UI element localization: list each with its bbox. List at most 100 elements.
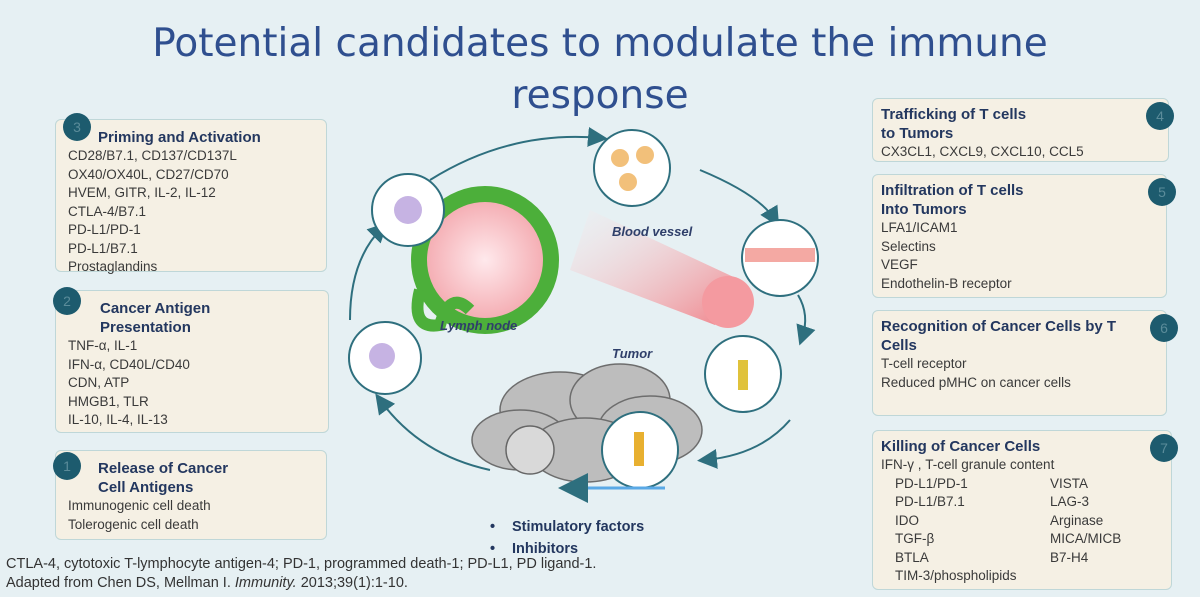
legend: •Stimulatory factors •Inhibitors — [490, 516, 644, 560]
step-6-badge: 6 — [1150, 314, 1178, 342]
step-7-columns: PD-L1/PD-1 PD-L1/B7.1 IDO TGF-β BTLA TIM… — [881, 475, 1171, 586]
t-cell — [611, 149, 629, 167]
step-4-items: CX3CL1, CXCL9, CXCL10, CCL5 — [881, 143, 1168, 162]
step-5-heading: Infiltration of T cells Into Tumors — [881, 181, 1166, 219]
step-7-heading: Killing of Cancer Cells — [881, 438, 1041, 455]
list-item: PD-L1/PD-1 — [68, 222, 141, 237]
list-item: Endothelin-B receptor — [881, 275, 1012, 291]
list-item: Immunogenic cell death — [68, 498, 211, 513]
list-item: Reduced pMHC on cancer cells — [881, 374, 1071, 390]
step-4-box: Trafficking of T cells to Tumors CX3CL1,… — [872, 98, 1169, 162]
tcr — [738, 360, 748, 390]
blood-vessel — [570, 210, 740, 325]
tumor-label: Tumor — [612, 346, 653, 361]
step-3-badge: 3 — [63, 113, 91, 141]
heading-line: Into Tumors — [881, 201, 967, 218]
step-7-col-1: PD-L1/PD-1 PD-L1/B7.1 IDO TGF-β BTLA TIM… — [881, 475, 1050, 586]
step-3-box: Priming and Activation CD28/B7.1, CD137/… — [55, 119, 327, 274]
list-item: MICA/MICB — [1050, 531, 1122, 546]
step-7-col-2: VISTA LAG-3 Arginase MICA/MICB B7-H4 — [1050, 475, 1121, 586]
cycle-arrow — [697, 419, 791, 469]
list-item: OX40/OX40L, CD27/CD70 — [68, 166, 229, 182]
list-item: CTLA-4/B7.1 — [68, 203, 147, 219]
heading-line: to Tumors — [881, 125, 954, 142]
list-item: PD-L1/B7.1 — [68, 240, 138, 256]
list-item: PD-L1/B7.1 — [895, 494, 965, 509]
list-item: IFN-α, CD40L/CD40 — [68, 356, 190, 372]
list-item: Arginase — [1050, 512, 1104, 528]
cycle-arrow — [796, 294, 816, 346]
lymph-node-vessels — [411, 288, 475, 332]
step-5-badge: 5 — [1148, 178, 1176, 206]
step-1-badge: 1 — [53, 452, 81, 480]
step-2-items: TNF-α, IL-1 IFN-α, CD40L/CD40 CDN, ATP H… — [68, 337, 328, 430]
list-item: TNF-α, IL-1 — [68, 338, 138, 353]
step-3-items: CD28/B7.1, CD137/CD137L OX40/OX40L, CD27… — [68, 147, 326, 277]
endothelium — [745, 248, 815, 262]
step-7-box: Killing of Cancer Cells IFN-γ , T-cell g… — [872, 430, 1172, 590]
footnote-citation: Adapted from Chen DS, Mellman I. Immunit… — [6, 575, 408, 591]
list-item: Selectins — [881, 238, 936, 254]
heading-line: Cell Antigens — [98, 479, 194, 496]
t-cell — [619, 173, 637, 191]
list-item: Prostaglandins — [68, 259, 158, 274]
cycle-arrow — [349, 222, 388, 321]
step-6-box: Recognition of Cancer Cells by T Cells T… — [872, 310, 1167, 416]
step-4-heading: Trafficking of T cells to Tumors — [881, 105, 1168, 143]
cycle-arrow — [699, 169, 780, 227]
list-item: T-cell receptor — [881, 356, 967, 371]
cycle-arrow — [375, 393, 491, 471]
list-item: B7-H4 — [1050, 549, 1089, 565]
list-item: TIM-3/phospholipids — [895, 568, 1017, 583]
step-circle-tcells — [593, 129, 671, 207]
cycle-arrow — [429, 126, 608, 181]
list-item: Tolerogenic cell death — [68, 516, 199, 532]
blood-vessel-lumen — [702, 276, 754, 328]
list-item: IL-10, IL-4, IL-13 — [68, 412, 168, 427]
apc-cell — [394, 196, 422, 224]
step-2-badge: 2 — [53, 287, 81, 315]
list-item: VISTA — [1050, 475, 1089, 491]
lymph-node — [411, 186, 559, 334]
list-item: VEGF — [881, 257, 918, 272]
list-item: HVEM, GITR, IL-2, IL-12 — [68, 185, 216, 200]
list-item: HMGB1, TLR — [68, 393, 149, 409]
legend-item-inhibitors: •Inhibitors — [490, 541, 579, 557]
step-5-items: LFA1/ICAM1 Selectins VEGF Endothelin-B r… — [881, 219, 1166, 293]
heading-line: Cells — [881, 337, 917, 354]
step-1-box: Release of Cancer Cell Antigens Immunoge… — [55, 450, 327, 540]
list-item: LFA1/ICAM1 — [881, 220, 958, 235]
step-2-heading: Cancer Antigen Presentation — [68, 299, 328, 337]
cancer-immunity-cycle-diagram — [348, 126, 819, 503]
list-item: CD28/B7.1, CD137/CD137L — [68, 148, 237, 163]
heading-line: Recognition of Cancer Cells by T — [881, 318, 1117, 335]
list-item: CDN, ATP — [68, 375, 130, 390]
step-3-heading: Priming and Activation — [98, 129, 261, 146]
step-6-items: T-cell receptor Reduced pMHC on cancer c… — [881, 355, 1166, 392]
dendritic-cell — [369, 343, 395, 369]
heading-line: Cancer Antigen — [100, 300, 211, 317]
list-item: LAG-3 — [1050, 494, 1090, 509]
step-2-box: Cancer Antigen Presentation TNF-α, IL-1 … — [55, 290, 329, 433]
step-1-items: Immunogenic cell death Tolerogenic cell … — [68, 497, 326, 534]
list-item: IDO — [895, 512, 920, 528]
receptor — [634, 432, 644, 466]
blood-vessel-label: Blood vessel — [612, 224, 693, 239]
heading-line: Release of Cancer — [98, 460, 229, 477]
heading-line: Infiltration of T cells — [881, 182, 1024, 199]
step-7-badge: 7 — [1150, 434, 1178, 462]
legend-item-stimulatory: •Stimulatory factors — [490, 519, 645, 535]
dying-cell — [505, 425, 555, 475]
t-cell — [636, 146, 654, 164]
slide-title: Potential candidates to modulate the imm… — [152, 21, 1048, 118]
list-item: PD-L1/PD-1 — [895, 475, 968, 491]
lymph-node-label: Lymph node — [440, 318, 518, 333]
heading-line: Trafficking of T cells — [881, 106, 1027, 123]
step-6-heading: Recognition of Cancer Cells by T Cells — [881, 317, 1166, 355]
list-item: TGF-β — [895, 531, 935, 546]
list-item: CX3CL1, CXCL9, CXCL10, CCL5 — [881, 144, 1084, 159]
footnote-abbreviations: CTLA-4, cytotoxic T-lymphocyte antigen-4… — [6, 556, 597, 572]
step-1-heading: Release of Cancer Cell Antigens — [68, 459, 326, 497]
step-5-box: Infiltration of T cells Into Tumors LFA1… — [872, 174, 1167, 298]
footnote: CTLA-4, cytotoxic T-lymphocyte antigen-4… — [6, 555, 596, 593]
